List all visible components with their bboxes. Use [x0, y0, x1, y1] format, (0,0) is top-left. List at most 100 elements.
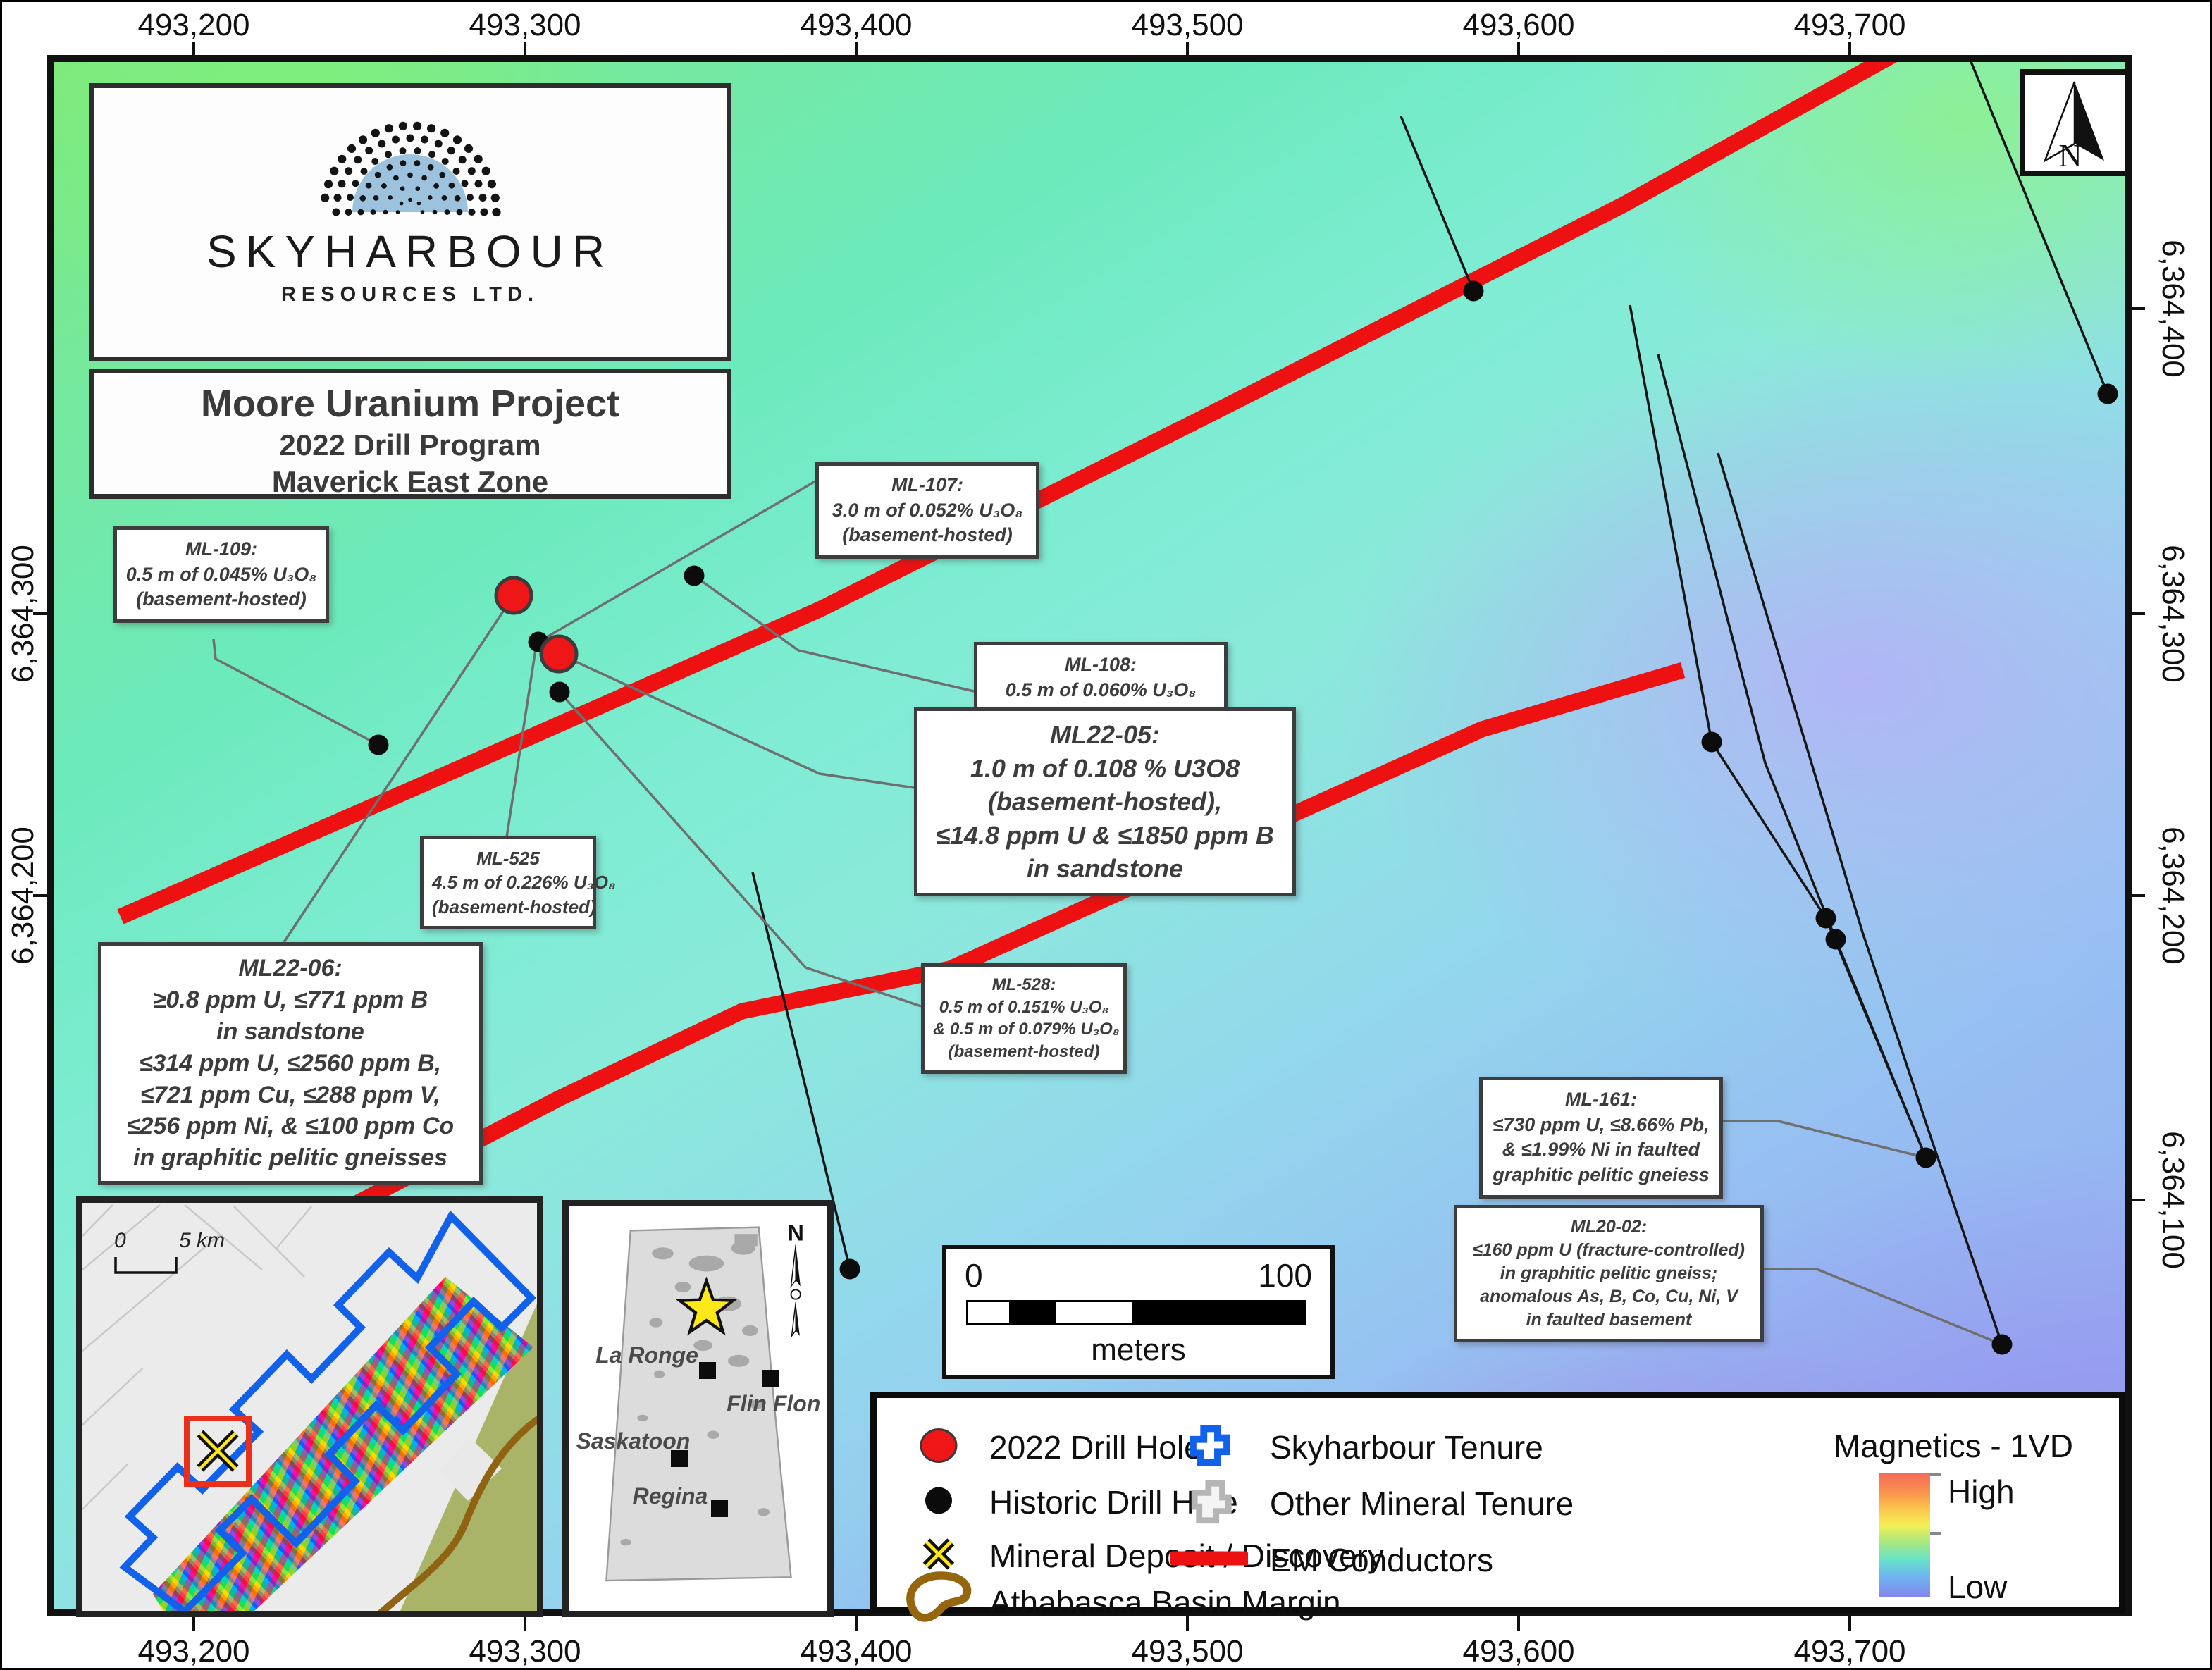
callout-line: graphitic pelitic gneiess	[1493, 1163, 1710, 1185]
city-label: Flin Flon	[727, 1391, 821, 1417]
company-name: SKYHARBOUR	[206, 226, 614, 277]
callout-leader-line	[558, 691, 922, 1008]
callout-line: ML-525	[476, 848, 540, 869]
callout-leader-line	[1722, 1120, 1927, 1159]
drill-hole-2022	[539, 634, 579, 674]
city-marker	[762, 1370, 779, 1387]
axis-label: 6,364,300	[2156, 545, 2190, 683]
athabasca-margin-line	[378, 1415, 537, 1611]
callout-line: ≥0.8 ppm U, ≤771 ppm B	[152, 986, 428, 1013]
legend-label: EM Conductors	[1270, 1542, 1494, 1578]
axis-tick	[1186, 42, 1189, 56]
callout-leader-line	[558, 652, 915, 789]
callout-line: 3.0 m of 0.052% U₃O₈	[832, 499, 1023, 521]
inset-north-arrow: N	[787, 1220, 804, 1338]
axis-label: 6,364,100	[2156, 1131, 2190, 1269]
callout-line: ML-528:	[991, 975, 1056, 994]
callout-line: & ≤1.99% Ni in faulted	[1502, 1139, 1700, 1161]
callout-line: ≤160 ppm U (fracture-controlled)	[1473, 1240, 1745, 1260]
axis-tick	[2131, 307, 2145, 310]
page-subtitle-2: Maverick East Zone	[271, 465, 549, 498]
callout-ml-107: ML-107:3.0 m of 0.052% U₃O₈(basement-hos…	[815, 462, 1039, 559]
axis-label: 493,300	[469, 1634, 581, 1669]
axis-tick	[855, 1616, 858, 1631]
axis-tick	[1848, 1616, 1851, 1631]
callout-line: in faulted basement	[1526, 1310, 1692, 1330]
svg-text:N: N	[2058, 137, 2082, 171]
tenure-blue-icon	[1185, 1421, 1235, 1474]
callout-line: ML-108:	[1064, 654, 1137, 675]
historic-drill-hole	[1991, 1334, 2013, 1355]
drill-trace-line	[751, 872, 851, 1270]
city-label: Regina	[632, 1483, 708, 1509]
callout-leader-line	[538, 480, 816, 643]
company-logo-box: SKYHARBOUR RESOURCES LTD.	[89, 83, 731, 361]
map-title-box: Moore Uranium Project 2022 Drill Program…	[89, 369, 731, 499]
callout-leader-line	[212, 638, 379, 746]
magnetics-ramp	[1879, 1473, 1930, 1597]
callout-line: 0.5 m of 0.151% U₃O₈	[939, 997, 1109, 1017]
magnetics-high-label: High	[1948, 1473, 2015, 1510]
callout-ml-161: ML-161:≤730 ppm U, ≤8.66% Pb,& ≤1.99% Ni…	[1479, 1077, 1723, 1199]
callout-ml20-02: ML20-02: ≤160 ppm U (fracture-controlled)…	[1454, 1205, 1764, 1342]
scale-bar: 0 100 meters	[942, 1245, 1335, 1379]
callout-line: ML22-05:	[1049, 720, 1161, 749]
x-marker-icon	[919, 1535, 958, 1578]
callout-line: in graphitic pelitic gneisses	[133, 1144, 447, 1172]
axis-tick	[1186, 1616, 1189, 1631]
axis-tick	[192, 1616, 195, 1631]
legend-label: Athabasca Basin Margin	[989, 1584, 1341, 1621]
callout-line: ML20-02:	[1570, 1217, 1648, 1237]
drill-trace-line	[1967, 55, 2109, 395]
svg-text:0: 0	[114, 1229, 126, 1252]
saskatchewan-map: N	[605, 1220, 804, 1582]
axis-label: 493,400	[800, 1634, 913, 1669]
regional-claims-inset-map: 0 5 km	[76, 1196, 543, 1617]
callout-line: in sandstone	[1026, 854, 1184, 884]
page-title: Moore Uranium Project	[200, 383, 620, 425]
axis-label: 6,364,400	[2156, 240, 2190, 378]
callout-line: (basement-hosted)	[948, 1042, 1100, 1062]
dot-red-icon	[917, 1426, 960, 1469]
city-label: Saskatoon	[576, 1428, 691, 1454]
city-marker	[671, 1450, 688, 1468]
historic-drill-hole	[684, 565, 705, 586]
callout-line: 0.5 m of 0.060% U₃O₈	[1005, 679, 1197, 700]
historic-drill-hole	[2097, 383, 2118, 404]
drill-trace-line	[1657, 354, 1927, 1158]
inset-scale-bracket	[114, 1257, 178, 1274]
north-arrow: N	[2020, 69, 2130, 176]
callout-line: & 0.5 m of 0.079% U₃O₈	[933, 1020, 1120, 1039]
svg-text:N: N	[787, 1220, 803, 1246]
page-subtitle-1: 2022 Drill Program	[279, 428, 541, 462]
callout-leader-line	[505, 644, 538, 838]
drill-trace-line	[1717, 452, 2003, 1345]
axis-label: 493,600	[1462, 8, 1575, 42]
city-marker	[699, 1361, 717, 1379]
callout-line: (basement-hosted),	[987, 787, 1223, 817]
maverick-east-zone-box	[184, 1416, 252, 1487]
callout-ml-109: ML-109:0.5 m of 0.045% U₃O₈(basement-hos…	[113, 526, 329, 623]
callout-ml22-05: ML22-05:1.0 m of 0.108 % U3O8(basement-h…	[914, 707, 1296, 896]
basin-area	[400, 1304, 537, 1611]
axis-label: 493,400	[800, 8, 913, 42]
legend-label: 2022 Drill Hole	[989, 1429, 1202, 1466]
callout-line: 4.5 m of 0.226% U₃O₈	[432, 872, 616, 893]
callout-leader-line	[283, 595, 515, 943]
historic-drill-hole	[1815, 908, 1836, 929]
claims-inset-base	[82, 1204, 537, 1611]
callout-line: ≤730 ppm U, ≤8.66% Pb,	[1493, 1113, 1710, 1135]
axis-tick	[1517, 42, 1520, 56]
axis-tick	[192, 42, 195, 56]
legend-label: Skyharbour Tenure	[1270, 1429, 1543, 1466]
basin-margin-icon	[902, 1570, 975, 1635]
historic-drill-hole	[1915, 1147, 1936, 1168]
callout-line: ≤721 ppm Cu, ≤288 ppm V,	[140, 1081, 440, 1108]
axis-tick	[33, 894, 47, 897]
axis-label: 493,500	[1131, 1634, 1244, 1669]
callout-line: ≤14.8 ppm U & ≤1850 ppm B	[936, 820, 1274, 850]
legend-label: Other Mineral Tenure	[1270, 1485, 1574, 1522]
